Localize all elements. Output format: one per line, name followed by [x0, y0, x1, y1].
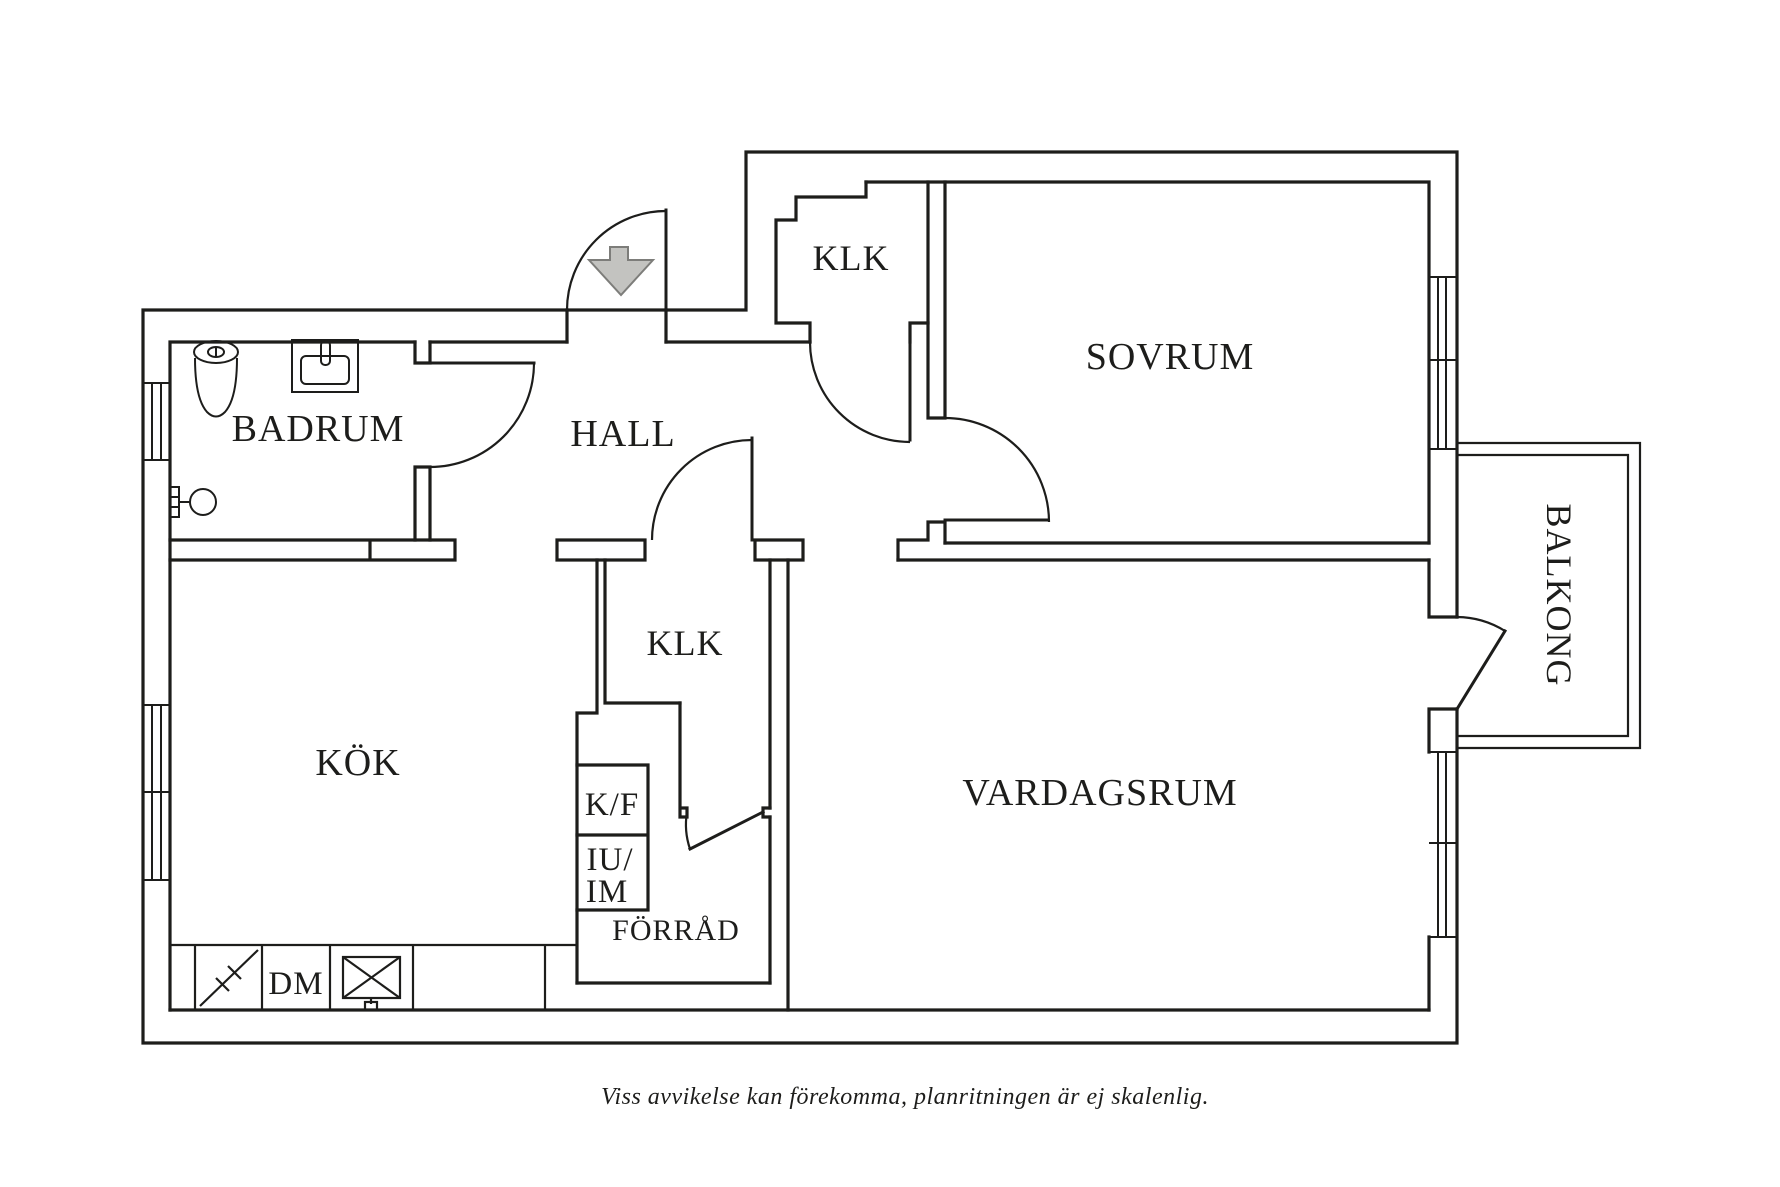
room-label-klk-top: KLK — [813, 238, 890, 278]
bedroom-window — [1429, 276, 1457, 450]
appliance-label-kf: K/F — [585, 787, 639, 823]
shower-icon — [169, 486, 217, 518]
interior-walls — [168, 180, 1459, 1012]
bathroom-window — [143, 382, 170, 461]
entrance-arrow-shape — [586, 246, 656, 297]
disclaimer-text: Viss avvikelse kan förekomma, planritnin… — [601, 1084, 1209, 1110]
kitchen-window — [143, 704, 170, 881]
kitchen-sink-icon — [341, 955, 402, 1012]
door-leaves — [428, 208, 1508, 852]
room-label-balkong: BALKONG — [1539, 504, 1579, 687]
room-label-forrad: FÖRRÅD — [612, 914, 740, 947]
room-label-kok: KÖK — [315, 742, 400, 784]
room-label-klk-mid: KLK — [647, 623, 724, 663]
windows — [143, 276, 1457, 938]
entrance-arrow-icon — [586, 246, 656, 297]
toilet-icon — [193, 340, 239, 418]
kitchen-counter — [170, 943, 577, 1012]
washbasin-icon — [291, 339, 359, 393]
room-label-vardagsrum: VARDAGSRUM — [962, 772, 1237, 814]
room-label-sovrum: SOVRUM — [1086, 336, 1255, 378]
exterior-walls — [141, 150, 1459, 1045]
appliance-label-iu: IU/ — [587, 842, 634, 878]
room-label-badrum: BADRUM — [232, 408, 405, 450]
room-label-hall: HALL — [570, 413, 675, 455]
balcony-railing — [1457, 441, 1642, 750]
appliance-label-im: IM — [586, 874, 628, 910]
appliance-label-dm: DM — [268, 966, 323, 1002]
livingroom-window — [1429, 751, 1457, 938]
bathroom-fixtures — [169, 339, 359, 518]
stove-icon — [199, 949, 259, 1007]
door-swing-arcs — [429, 209, 1506, 850]
